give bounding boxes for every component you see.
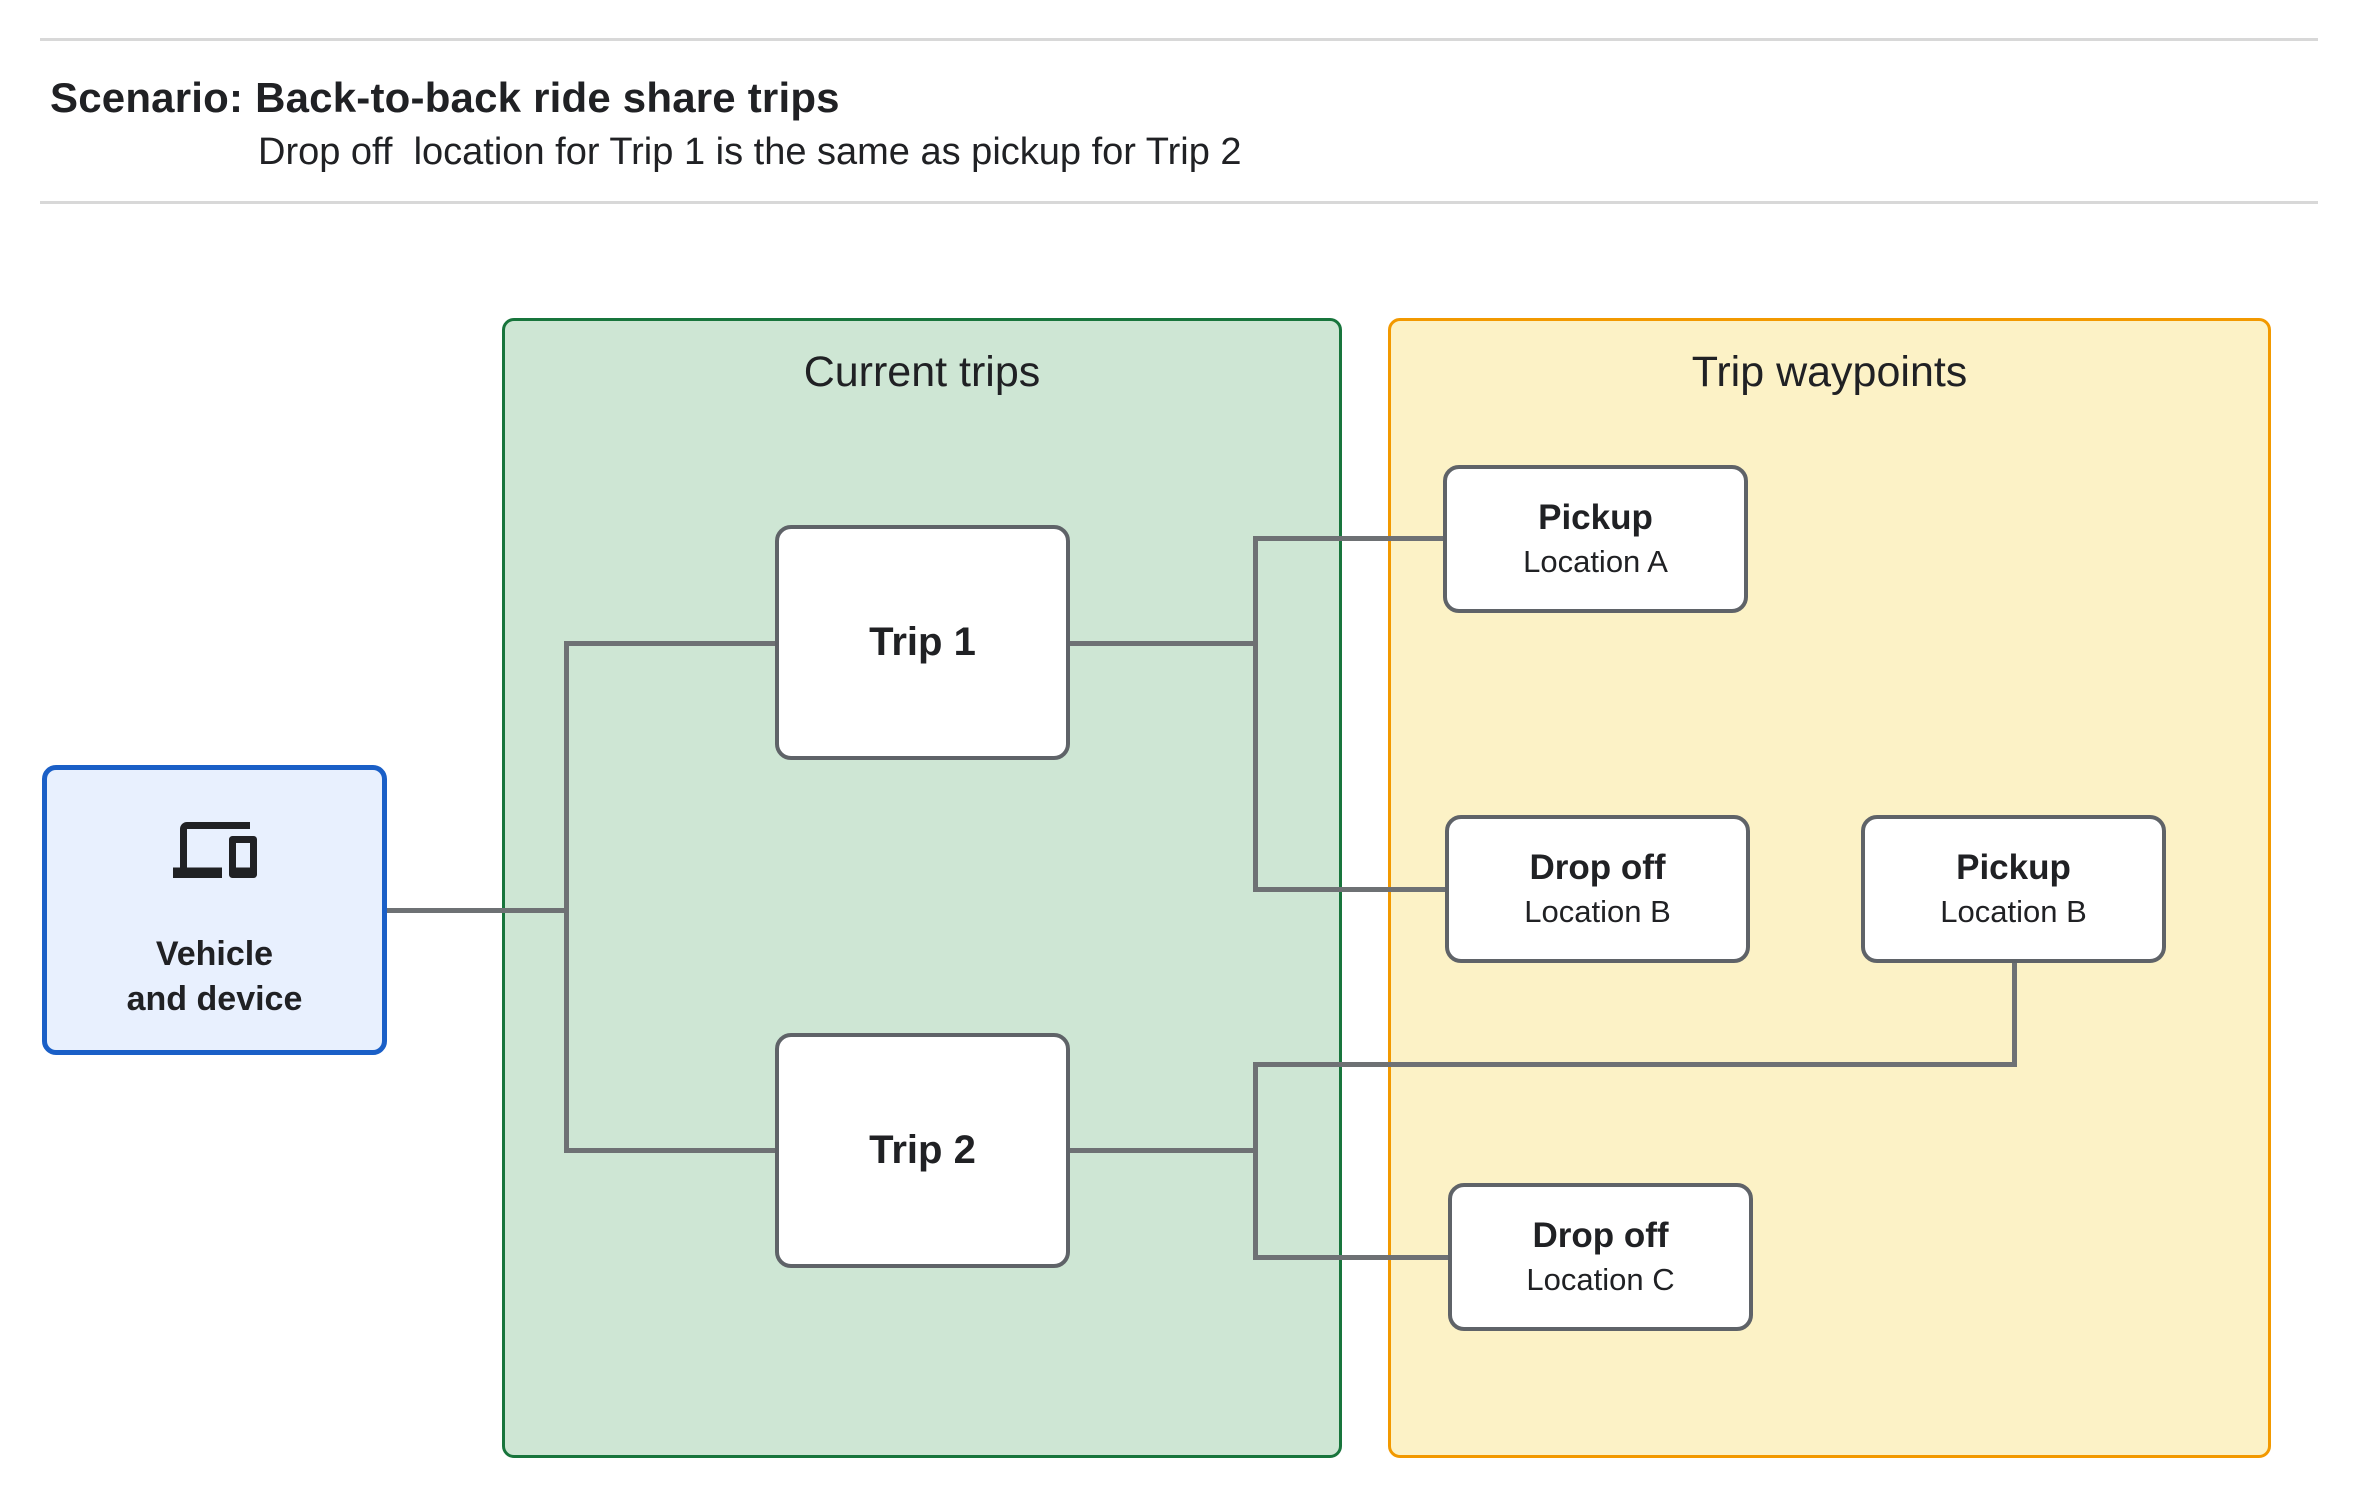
current-trips-container: Current trips [502,318,1342,1458]
connector-trunk-to-pickup-a [1255,536,1445,541]
dropoff-b-title: Drop off [1529,848,1666,887]
connector-trip2-to-trunk [1070,1148,1258,1153]
dropoff-b-location: Location B [1524,894,1671,929]
dropoff-location-c-node: Drop off Location C [1448,1183,1753,1331]
pickup-location-b-node: Pickup Location B [1861,815,2166,963]
header-divider [40,201,2318,204]
connector-trunk-to-pickup-b-horizontal [1255,1062,2017,1067]
connector-trunk-to-dropoff-c [1255,1255,1450,1260]
trip-2-node: Trip 2 [775,1033,1070,1268]
pickup-b-title: Pickup [1956,848,2071,887]
connector-trunk-to-trip2 [566,1148,775,1153]
connector-vehicle-to-trunk [387,908,569,913]
trip-1-node: Trip 1 [775,525,1070,760]
dropoff-location-b-node: Drop off Location B [1445,815,1750,963]
page-subtitle: Drop off location for Trip 1 is the same… [258,131,1242,173]
pickup-a-location: Location A [1523,544,1668,579]
connector-trunk-vehicle-vertical [564,641,569,1153]
connector-trip1-trunk-vertical [1253,536,1258,892]
connector-trunk-to-trip1 [566,641,775,646]
connector-trip1-to-trunk [1070,641,1258,646]
top-divider [40,38,2318,41]
pickup-location-a-node: Pickup Location A [1443,465,1748,613]
trip-1-label: Trip 1 [869,620,976,664]
vehicle-node-label: Vehicle and device [126,935,303,1019]
pickup-b-location: Location B [1940,894,2087,929]
connector-pickup-b-drop-vertical [2012,963,2017,1067]
connector-trunk-to-dropoff-b [1255,887,1447,892]
connector-trip2-trunk-vertical [1253,1062,1258,1260]
dropoff-c-location: Location C [1526,1262,1675,1297]
dropoff-c-title: Drop off [1532,1216,1669,1255]
vehicle-and-device-node: Vehicle and device [42,765,387,1055]
devices-icon [172,808,257,892]
pickup-a-title: Pickup [1538,498,1653,537]
current-trips-title: Current trips [803,348,1041,396]
trip-2-label: Trip 2 [869,1128,976,1172]
page-title: Scenario: Back-to-back ride share trips [50,74,840,121]
trip-waypoints-title: Trip waypoints [1691,348,1968,396]
